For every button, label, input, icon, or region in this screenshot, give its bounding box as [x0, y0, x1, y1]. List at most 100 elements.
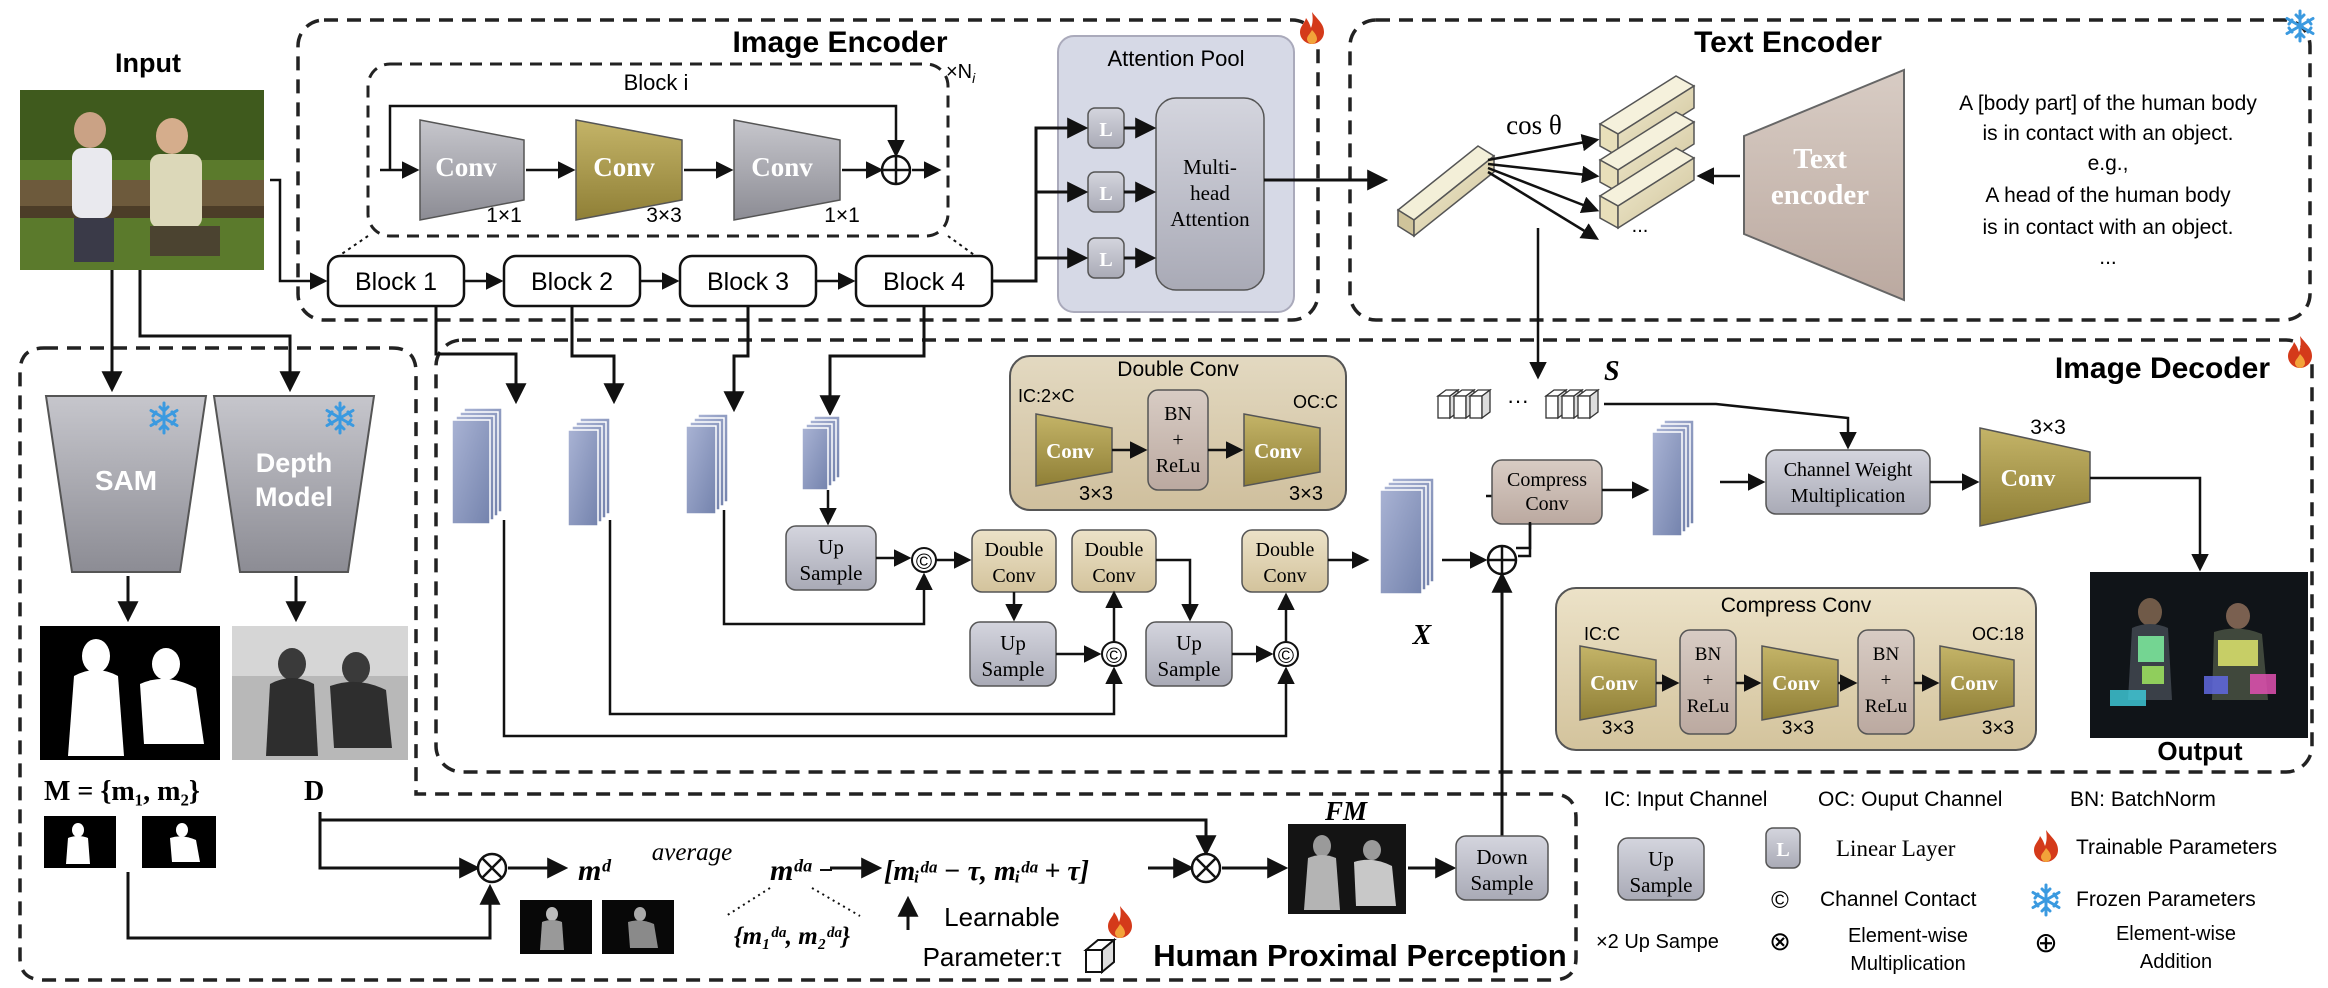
svg-text:Element-wise: Element-wise: [2116, 923, 2236, 945]
block-3: Block 3: [678, 254, 818, 308]
svg-text:Conv: Conv: [1092, 565, 1135, 587]
multiply-symbol: [476, 852, 508, 884]
kernel-size: 1×1: [486, 204, 522, 227]
learnable-label: Learnable: [944, 902, 1060, 932]
svg-text:Element-wise: Element-wise: [1848, 925, 1968, 947]
svg-text:ReLu: ReLu: [1865, 696, 1908, 717]
svg-text:Multi-: Multi-: [1183, 155, 1237, 179]
feature-map-3: [685, 413, 729, 515]
conv-3x3: [575, 119, 683, 221]
legend-add-symbol: ⊕: [2034, 927, 2057, 958]
svg-text:Conv: Conv: [1263, 565, 1306, 587]
svg-text:Sample: Sample: [1471, 871, 1534, 895]
block-1: Block 1: [326, 254, 466, 308]
channel-weight-block: Channel Weight Multiplication: [1765, 449, 1931, 515]
compress-conv-block: Compress Conv: [1491, 459, 1603, 525]
depth-map-image: [232, 626, 408, 760]
svg-text:Double: Double: [1085, 539, 1144, 561]
svg-text:Up: Up: [818, 535, 844, 559]
text-embedding-stack: [1598, 75, 1696, 230]
text-encoder-title: Text Encoder: [1694, 26, 1882, 59]
interval-label: [mᵢᵈᵃ − τ, mᵢᵈᵃ + τ]: [884, 856, 1089, 887]
svg-text:×2 Up Sampe: ×2 Up Sampe: [1596, 931, 1719, 953]
up-sample-block: Up Sample: [785, 525, 877, 591]
compress-conv-detail-title: Compress Conv: [1721, 594, 1872, 617]
svg-text:Conv: Conv: [1525, 493, 1568, 515]
up-sample-block: Up Sample: [1145, 621, 1233, 687]
conv-1x1-a: [419, 119, 525, 221]
legend-flame-icon: [2034, 830, 2058, 862]
image-decoder-title: Image Decoder: [2055, 352, 2270, 385]
mda-set-label: {m₁ᵈᵃ, m₂ᵈᵃ}: [734, 923, 851, 950]
svg-text:head: head: [1190, 181, 1230, 205]
ic-label: IC:2×C: [1018, 386, 1075, 406]
s-label: S: [1604, 356, 1620, 387]
kernel-size: 3×3: [1079, 483, 1113, 505]
svg-text:Sample: Sample: [800, 561, 863, 585]
svg-text:e.g.,: e.g.,: [2088, 152, 2129, 175]
legend-linear-box: L: [1765, 827, 1801, 869]
svg-text:Frozen Parameters: Frozen Parameters: [2076, 888, 2256, 911]
svg-text:A head of the human body: A head of the human body: [1985, 184, 2231, 207]
final-conv-block: [1979, 427, 2091, 527]
conv-label: Conv: [2001, 466, 2056, 492]
svg-text:Block 1: Block 1: [355, 268, 437, 296]
sam-model: SAM: [44, 395, 208, 573]
linear-layer: L: [1087, 171, 1125, 213]
svg-text:is in contact with an object.: is in contact with an object.: [1983, 216, 2234, 239]
legend-snowflake-icon: [2031, 883, 2061, 917]
svg-text:A [body part] of the human bod: A [body part] of the human body: [1959, 92, 2257, 115]
svg-text:+: +: [1703, 670, 1714, 691]
mask-2-image: [142, 816, 216, 868]
mda-image-2: [602, 900, 674, 954]
left-branch-panel: [18, 346, 1578, 982]
input-label: Input: [115, 48, 181, 78]
svg-text:OC: Ouput Channel: OC: Ouput Channel: [1818, 788, 2002, 811]
svg-text:BN: BN: [1164, 403, 1192, 425]
feature-map-1: [451, 407, 503, 525]
kernel-size: 3×3: [1782, 718, 1814, 739]
fm-image: [1288, 824, 1406, 914]
double-conv-block: Double Conv: [1241, 529, 1329, 593]
trainable-flame-icon: [1108, 906, 1132, 938]
svg-text:Multiplication: Multiplication: [1850, 953, 1966, 975]
conv-1x1-b: [733, 119, 841, 221]
text-prompt: A [body part] of the human body is in co…: [1959, 92, 2257, 269]
up-sample-block: Up Sample: [969, 621, 1057, 687]
conv-block: [1939, 645, 2015, 721]
depth-label: D: [304, 776, 324, 807]
output-label: Output: [2157, 736, 2243, 766]
kernel-size: 3×3: [646, 204, 682, 227]
svg-text:L: L: [1099, 249, 1112, 271]
svg-text:BN: BN: [1873, 644, 1900, 665]
bn-relu-block: BN + ReLu: [1857, 629, 1915, 735]
conv-label: Conv: [751, 152, 813, 182]
legend: IC: Input Channel OC: Ouput Channel BN: …: [1596, 788, 2277, 975]
svg-text:Double: Double: [1256, 539, 1315, 561]
image-encoder-title: Image Encoder: [732, 26, 947, 59]
compressed-feature: [1651, 419, 1695, 537]
image-encoder-panel: [296, 18, 1320, 322]
svg-text:Depth: Depth: [256, 448, 333, 478]
image-embedding-rod: [1396, 145, 1496, 238]
svg-text:Channel Weight: Channel Weight: [1784, 459, 1913, 481]
double-conv-block: Double Conv: [971, 529, 1057, 593]
attention-pool-title: Attention Pool: [1108, 46, 1245, 71]
conv-block: [1243, 413, 1321, 487]
s-dots: ···: [1507, 388, 1529, 413]
bn-relu-block: BN + ReLu: [1679, 629, 1737, 735]
block-i-detail: [366, 62, 950, 238]
svg-text:Block 3: Block 3: [707, 268, 789, 296]
svg-text:Conv: Conv: [1254, 439, 1302, 463]
ic-label: IC:C: [1584, 624, 1620, 644]
svg-text:Attention: Attention: [1170, 207, 1250, 231]
svg-text:Up: Up: [1000, 631, 1026, 655]
multiply-symbol: [1190, 852, 1222, 884]
x-feature: [1379, 477, 1435, 595]
svg-text:Sample: Sample: [982, 657, 1045, 681]
text-encoder-block: Text encoder: [1743, 68, 1905, 302]
bn-relu-block: BN + ReLu: [1147, 389, 1209, 491]
kernel-size: 3×3: [1602, 718, 1634, 739]
legend-up-sample-box: Up Sample: [1617, 837, 1705, 901]
embedding-dots: ...: [1632, 215, 1649, 237]
